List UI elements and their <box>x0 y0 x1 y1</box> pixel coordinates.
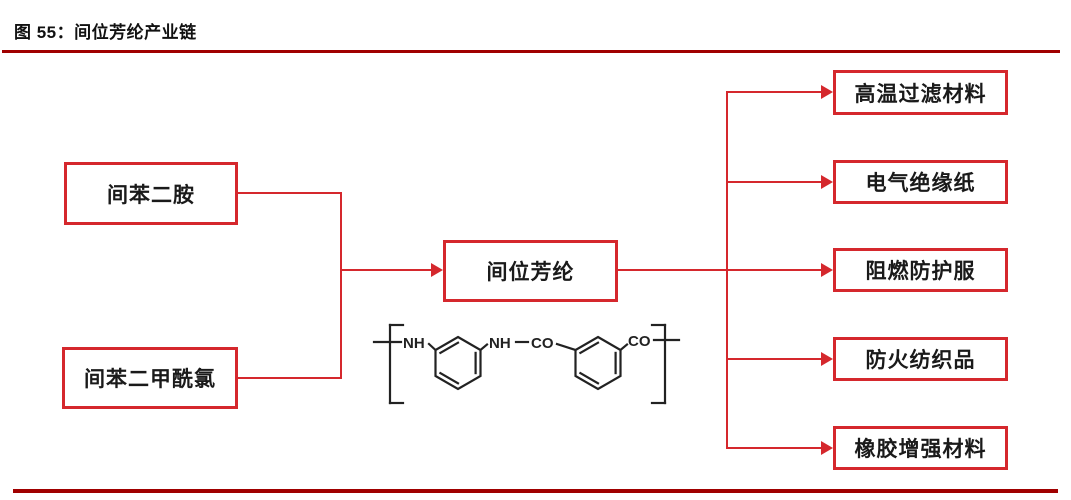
bond <box>555 342 577 352</box>
application-box-label: 阻燃防护服 <box>865 260 976 283</box>
application-box-label: 防火纺织品 <box>865 349 976 372</box>
arrowhead-into-flame-retardant <box>821 263 833 277</box>
application-box-label: 橡胶增强材料 <box>854 438 987 461</box>
arrowhead-into-insulation-paper <box>821 175 833 189</box>
figure-title: 图 55：间位芳纶产业链 <box>14 23 197 42</box>
bond <box>618 342 629 352</box>
arrowhead-into-high-temp-filter <box>821 85 833 99</box>
connector-branch-flame-retardant <box>726 269 822 271</box>
connector-junction-to-product <box>340 269 433 271</box>
atom-label-nh-left: NH <box>403 335 425 352</box>
application-box-electrical-insulation-paper: 电气绝缘纸 <box>833 160 1008 204</box>
application-box-high-temp-filter: 高温过滤材料 <box>833 70 1008 115</box>
input-box-m-phenylenediamine: 间苯二胺 <box>64 162 238 225</box>
connector-branch-rubber-reinforcement <box>726 447 822 449</box>
product-box-meta-aramid: 间位芳纶 <box>443 240 618 302</box>
atom-label-co-mid: CO <box>531 335 554 352</box>
input-box-label: 间苯二甲酰氯 <box>84 368 216 391</box>
connector-branch-insulation-paper <box>726 181 822 183</box>
atom-label-co-right: CO <box>628 333 651 350</box>
application-box-flame-retardant-clothing: 阻燃防护服 <box>833 248 1008 292</box>
connector-product-to-trunk <box>618 269 727 271</box>
bond <box>427 342 438 352</box>
arrowhead-into-product <box>431 263 443 277</box>
title-underline-rule <box>2 50 1060 53</box>
application-box-rubber-reinforcement: 橡胶增强材料 <box>833 426 1008 470</box>
application-box-fireproof-textiles: 防火纺织品 <box>833 337 1008 381</box>
input-box-label: 间苯二胺 <box>107 183 195 207</box>
connector-input2-to-junction <box>238 377 342 379</box>
atom-label-nh-mid: NH <box>489 335 511 352</box>
chemical-structure-meta-aramid: NH NH CO CO <box>372 323 681 405</box>
application-box-label: 电气绝缘纸 <box>865 172 976 195</box>
connector-left-vertical-trunk <box>340 192 342 379</box>
connector-branch-high-temp-filter <box>726 91 822 93</box>
figure-bottom-rule <box>13 489 1058 493</box>
application-box-label: 高温过滤材料 <box>854 82 987 106</box>
product-box-label: 间位芳纶 <box>486 261 575 284</box>
input-box-isophthaloyl-chloride: 间苯二甲酰氯 <box>62 347 238 409</box>
connector-input1-to-junction <box>238 192 342 194</box>
benzene-ring-2 <box>574 335 622 391</box>
right-polymer-bracket <box>650 323 681 405</box>
arrowhead-into-fireproof-textiles <box>821 352 833 366</box>
connector-branch-fireproof-textiles <box>726 358 822 360</box>
bond <box>478 342 489 352</box>
arrowhead-into-rubber-reinforcement <box>821 441 833 455</box>
benzene-ring-1 <box>434 335 482 391</box>
left-polymer-bracket <box>372 323 405 405</box>
